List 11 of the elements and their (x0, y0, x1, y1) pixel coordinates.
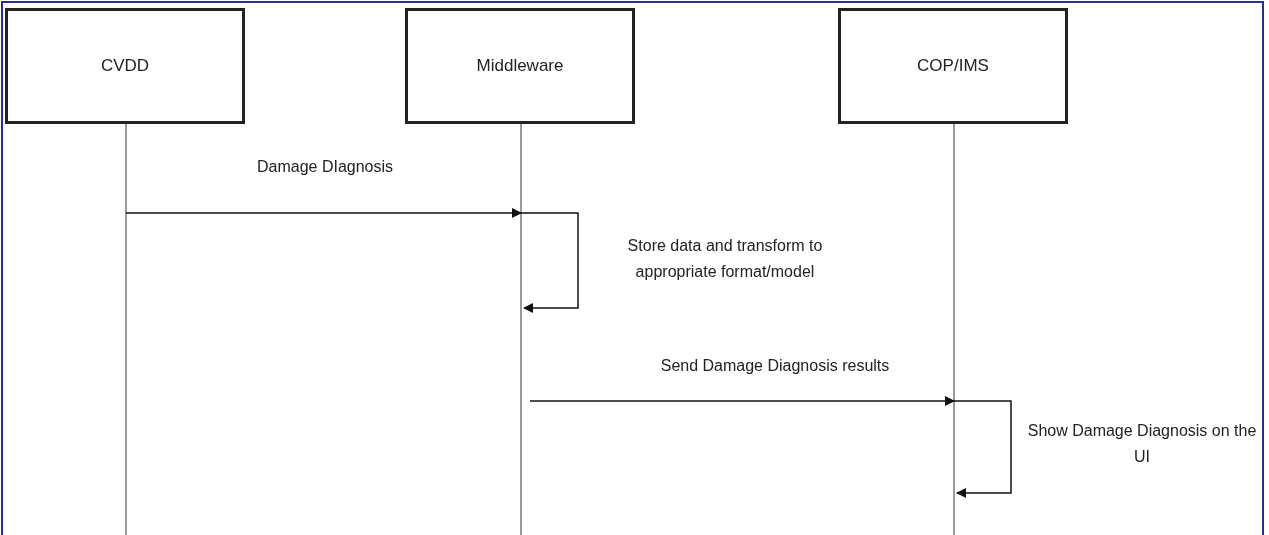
message-label: Show Damage Diagnosis on the UI (1026, 421, 1258, 467)
message-arrow (529, 396, 955, 406)
self-message-arrow (953, 400, 1012, 498)
participant-name: COP/IMS (917, 56, 989, 76)
self-message-arrow (520, 212, 579, 313)
participant-name: CVDD (100, 56, 150, 76)
message-label: Store data and transform to appropriate format/model (626, 236, 824, 282)
message-label: Damage DIagnosis (255, 157, 395, 177)
participant-name: Middleware (476, 56, 564, 76)
message-arrow (125, 208, 522, 218)
message-label: Send Damage Diagnosis results (660, 356, 890, 376)
